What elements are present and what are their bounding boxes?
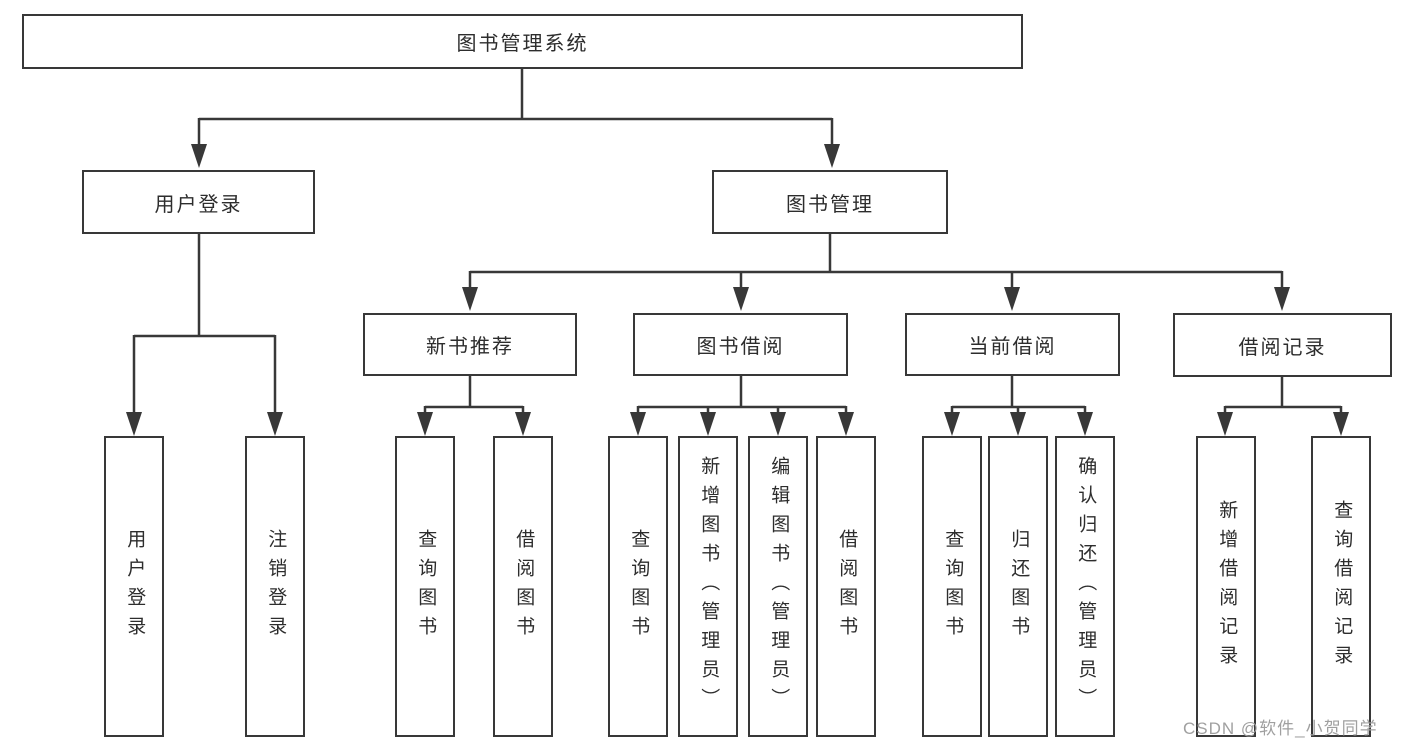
leaf-return-book: 归还图书 [988,436,1048,737]
leaf-label: 借阅图书 [513,528,535,645]
arrowhead [267,412,283,436]
leaf-label: 新增图书（管理员） [698,456,720,717]
arrowhead [944,412,960,436]
leaf-borrow-books: 借阅图书 [816,436,876,737]
leaf-label: 查询图书 [942,528,964,645]
leaf-borrow-books-recommend: 借阅图书 [493,436,553,737]
node-borrowing-records: 借阅记录 [1173,313,1392,377]
arrowhead [1217,412,1233,436]
arrowhead [417,412,433,436]
leaf-logout: 注销登录 [245,436,305,737]
leaf-confirm-return-admin: 确认归还（管理员） [1055,436,1115,737]
leaf-label: 查询图书 [415,528,437,645]
node-new-book-recommendation: 新书推荐 [363,313,577,376]
arrowhead [515,412,531,436]
leaf-label: 新增借阅记录 [1216,499,1238,674]
arrowhead [1333,412,1349,436]
leaf-label: 确认归还（管理员） [1075,456,1097,717]
leaf-label: 借阅图书 [836,528,858,645]
leaf-label: 注销登录 [265,528,287,645]
leaf-query-books-borrowing: 查询图书 [608,436,668,737]
node-book-borrowing: 图书借阅 [633,313,848,376]
leaf-query-books-current: 查询图书 [922,436,982,737]
leaf-edit-book-admin: 编辑图书（管理员） [748,436,808,737]
leaf-user-login: 用户登录 [104,436,164,737]
leaf-label: 编辑图书（管理员） [768,456,790,717]
arrowhead [1004,287,1020,311]
connector-lines [132,69,1343,415]
leaf-query-borrow-record: 查询借阅记录 [1311,436,1371,737]
arrowhead [770,412,786,436]
leaf-label: 查询借阅记录 [1331,499,1353,674]
arrowhead [191,144,207,168]
arrowhead [1274,287,1290,311]
arrowhead [1010,412,1026,436]
node-current-borrowing: 当前借阅 [905,313,1120,376]
arrowhead [462,287,478,311]
arrowhead [733,287,749,311]
leaf-query-books-recommend: 查询图书 [395,436,455,737]
arrowhead [126,412,142,436]
node-book-management: 图书管理 [712,170,948,234]
arrowhead [838,412,854,436]
leaf-add-book-admin: 新增图书（管理员） [678,436,738,737]
leaf-add-borrow-record: 新增借阅记录 [1196,436,1256,737]
leaf-label: 查询图书 [628,528,650,645]
arrowhead [700,412,716,436]
leaf-label: 用户登录 [124,528,146,645]
arrowhead [824,144,840,168]
csdn-watermark: CSDN @软件_小贺同学 [1183,719,1378,738]
node-library-management-system: 图书管理系统 [22,14,1023,69]
arrowhead [630,412,646,436]
leaf-label: 归还图书 [1008,528,1030,645]
arrowhead [1077,412,1093,436]
node-user-login: 用户登录 [82,170,315,234]
